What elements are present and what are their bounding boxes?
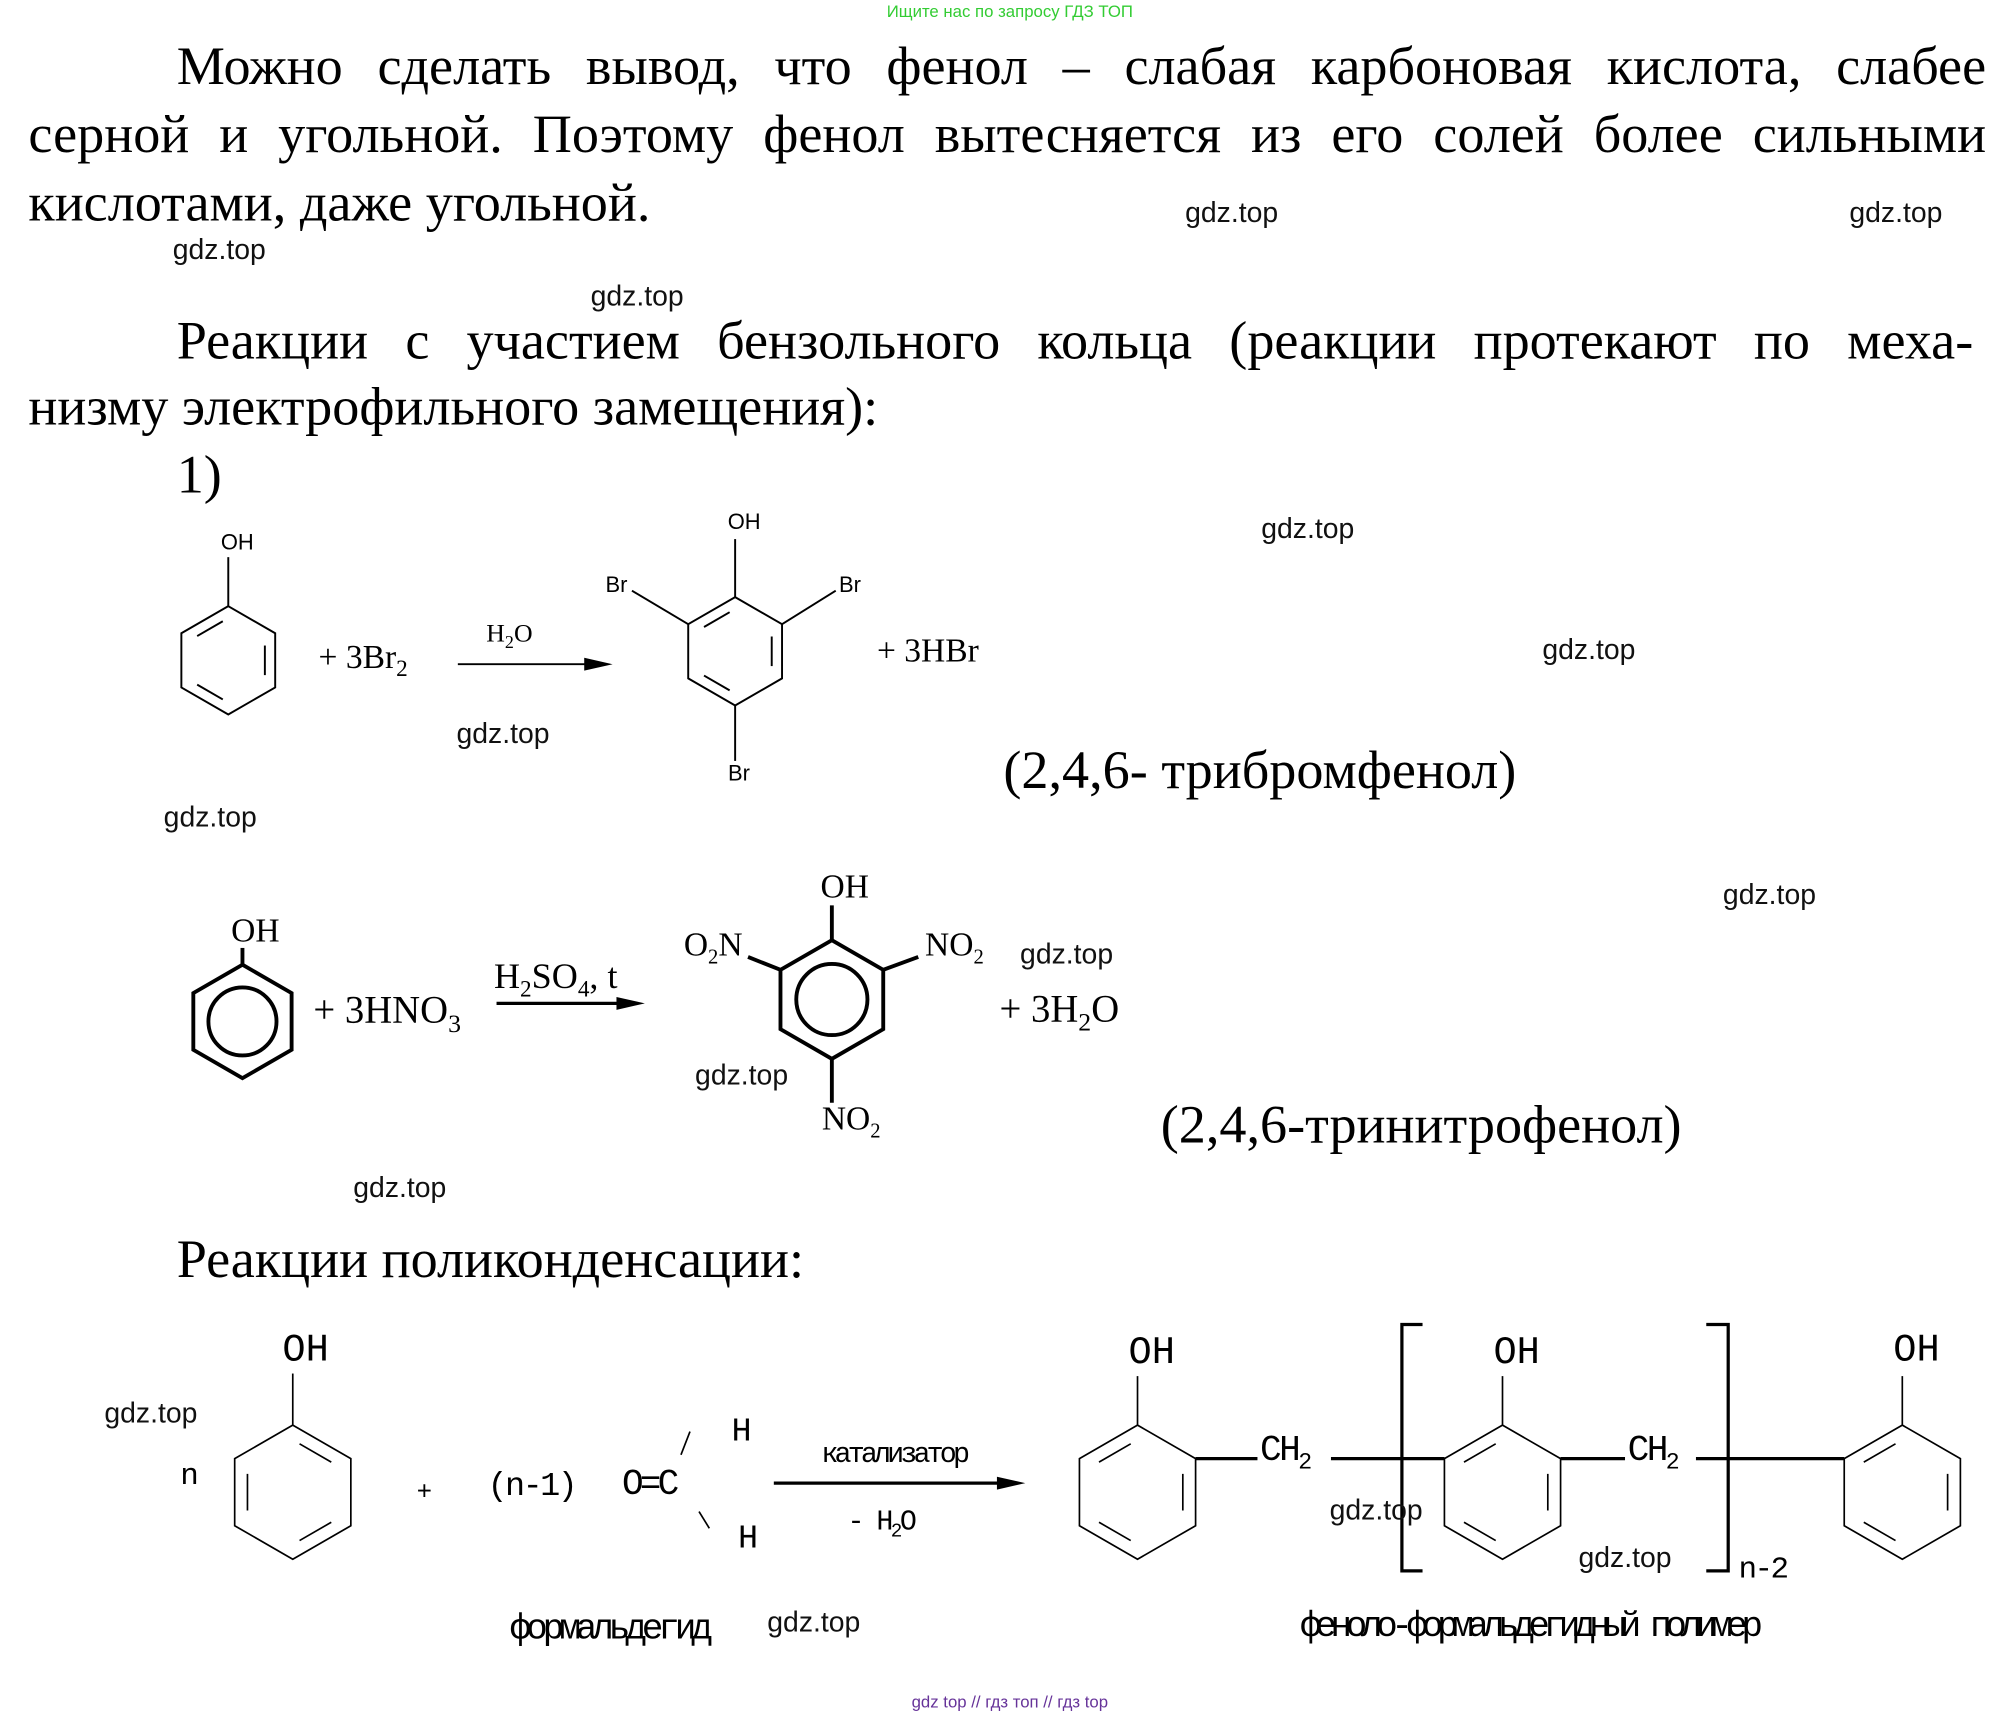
paragraph2-line2: низму электрофильного замещения):	[28, 377, 879, 438]
product-name-trinitrophenol: (2,4,6-тринитрофенол)	[1160, 1096, 1682, 1156]
condition-h2so4: H2SO4, t	[493, 956, 618, 1002]
oh-label: OH	[820, 867, 869, 906]
right-bracket	[1706, 1322, 1730, 1573]
watermark: gdz.top	[172, 233, 266, 266]
double-bond	[299, 1443, 332, 1463]
search-hint: Ищите нас по запросу ГДЗ ТОП	[886, 1, 1133, 21]
condition-catalyst: катализатор	[821, 1438, 970, 1471]
section-title: Реакции поликонденсации:	[176, 1230, 805, 1290]
item-number: 1)	[176, 446, 222, 506]
repeat-count: n-2	[1738, 1552, 1790, 1588]
o2n-label: O2N	[683, 925, 743, 969]
oh-label: OH	[727, 509, 761, 534]
benzene-ring	[1443, 1424, 1562, 1561]
watermark: gdz.top	[456, 717, 550, 750]
watermark: gdz.top	[1329, 1493, 1423, 1526]
h-label: H	[731, 1412, 752, 1451]
aromatic-circle	[206, 985, 279, 1058]
arrow-head	[996, 1476, 1026, 1490]
left-bracket	[1400, 1322, 1423, 1573]
double-bond	[196, 683, 224, 701]
watermark: gdz.top	[1542, 633, 1636, 666]
double-bond	[1098, 1521, 1132, 1542]
no2-bond	[882, 955, 919, 972]
ch2-label: CH2	[1260, 1431, 1312, 1477]
double-bond	[1098, 1443, 1132, 1463]
br-label: Br	[728, 760, 750, 786]
br-bond	[781, 589, 837, 626]
ch-bond	[680, 1431, 691, 1456]
paragraph1-line1: Можно сделать вывод, что фенол – слабая …	[176, 37, 1987, 97]
formaldehyde-oc: O=C	[622, 1465, 679, 1506]
oh-label: OH	[1893, 1329, 1940, 1374]
paragraph1-line2: серной и угольной. Поэтому фенол вытесня…	[28, 105, 1987, 166]
double-bond	[1463, 1443, 1497, 1463]
reagent-hno3: + 3HNO3	[313, 989, 461, 1039]
benzene-ring	[191, 962, 294, 1081]
watermark: gdz.top	[1578, 1541, 1672, 1574]
footer-links[interactable]: gdz top // гдз топ // гдз top	[911, 1692, 1109, 1711]
coefficient-n-minus-1: (n-1)	[487, 1466, 577, 1506]
paragraph2-line1: Реакции с участием бензольного кольца (р…	[176, 312, 1974, 372]
double-bond	[196, 620, 224, 637]
paragraph1-line3: кислотами, даже угольной.	[28, 174, 651, 234]
reagent-br2: + 3Br2	[318, 638, 408, 682]
ch2-label: CH2	[1627, 1431, 1680, 1477]
benzene-ring	[1843, 1424, 1962, 1561]
h-label: H	[737, 1519, 759, 1558]
oh-label: OH	[231, 911, 280, 950]
oh-label: OH	[1493, 1332, 1540, 1377]
ch-bond	[698, 1511, 711, 1529]
plus-sign: +	[416, 1478, 433, 1509]
watermark: gdz.top	[104, 1396, 198, 1429]
benzene-ring	[687, 596, 784, 707]
no2-bond	[747, 955, 782, 972]
double-bond	[1863, 1521, 1896, 1542]
oh-label: OH	[282, 1329, 329, 1374]
watermark: gdz.top	[353, 1171, 447, 1204]
benzene-ring	[233, 1424, 352, 1561]
br-label: Br	[605, 572, 628, 598]
formaldehyde-label: формальдегид	[509, 1610, 713, 1651]
byproduct-hbr: + 3HBr	[876, 631, 979, 670]
watermark: gdz.top	[695, 1058, 789, 1092]
double-bond	[1463, 1521, 1497, 1542]
double-bond	[703, 674, 731, 692]
double-bond	[299, 1521, 332, 1542]
condition-h2o: H2O	[486, 619, 533, 654]
watermark: gdz.top	[163, 800, 257, 834]
watermark: gdz.top	[590, 279, 684, 313]
double-bond	[1863, 1443, 1896, 1463]
watermark: gdz.top	[1261, 512, 1355, 545]
arrow-head	[584, 657, 613, 671]
watermark: gdz.top	[1185, 196, 1279, 229]
br-label: Br	[838, 572, 861, 598]
byproduct-water: + 3H2O	[999, 987, 1120, 1037]
polymer-label: феноло-формальдегидный полимер	[1299, 1607, 1763, 1648]
benzene-ring	[1078, 1424, 1197, 1561]
aromatic-circle	[794, 961, 870, 1038]
oh-label: OH	[220, 530, 254, 555]
watermark: gdz.top	[1020, 937, 1114, 970]
no2-label: NO2	[924, 925, 984, 969]
oh-label: OH	[1128, 1332, 1175, 1377]
br-bond	[631, 589, 689, 626]
arrow-head	[616, 996, 645, 1010]
condition-minus-water: - H2O	[847, 1506, 916, 1543]
no2-label: NO2	[821, 1099, 881, 1143]
double-bond	[703, 611, 731, 628]
watermark: gdz.top	[767, 1605, 861, 1638]
benzene-ring	[180, 605, 277, 716]
watermark: gdz.top	[1722, 878, 1817, 911]
product-name-tribromophenol: (2,4,6- трибромфенол)	[1003, 741, 1517, 801]
coefficient-n: n	[180, 1459, 199, 1495]
watermark: gdz.top	[1849, 196, 1943, 229]
